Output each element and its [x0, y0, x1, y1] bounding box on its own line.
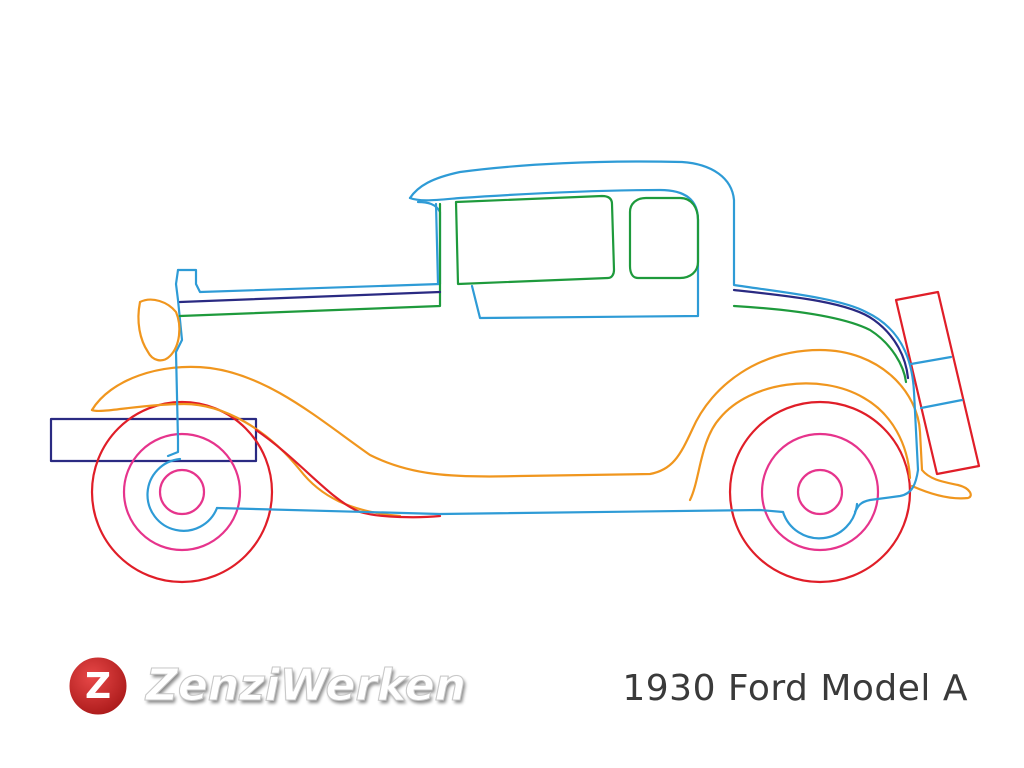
car-line-drawing	[49, 160, 981, 584]
front-wheel-arch-inner	[146, 457, 219, 532]
zenziwerken-logo-badge: Z	[66, 654, 130, 718]
rear-window-frame	[628, 196, 700, 280]
front-hub	[158, 468, 206, 516]
front-fender-red	[254, 428, 442, 519]
rear-fender-inner	[688, 382, 912, 502]
spare-tire	[894, 290, 981, 476]
front-tire	[90, 400, 274, 584]
radiator-line	[166, 268, 184, 458]
rear-tire	[728, 400, 912, 584]
belt-line-navy	[178, 290, 442, 304]
belt-line-green	[178, 202, 908, 384]
car-body	[215, 160, 920, 516]
body-side-rear	[732, 288, 910, 380]
front-fender-lower	[90, 402, 402, 518]
rear-rim-outer	[760, 432, 880, 552]
front-rim-outer	[122, 432, 242, 552]
zenziwerken-wordmark: ZenziWerken	[146, 660, 467, 712]
roof-line	[408, 188, 700, 320]
headlight	[137, 298, 181, 362]
rear-hub	[796, 468, 844, 516]
spare-strap-1	[909, 355, 953, 366]
door-window-frame	[454, 194, 616, 286]
hood-front	[176, 200, 442, 294]
rear-wheel-arch-inner	[781, 502, 859, 540]
spare-strap-2	[919, 398, 964, 410]
front-fender	[90, 348, 972, 500]
windshield-post	[434, 202, 440, 286]
model-caption: 1930 Ford Model A	[622, 668, 968, 709]
svg-text:Z: Z	[85, 666, 111, 707]
